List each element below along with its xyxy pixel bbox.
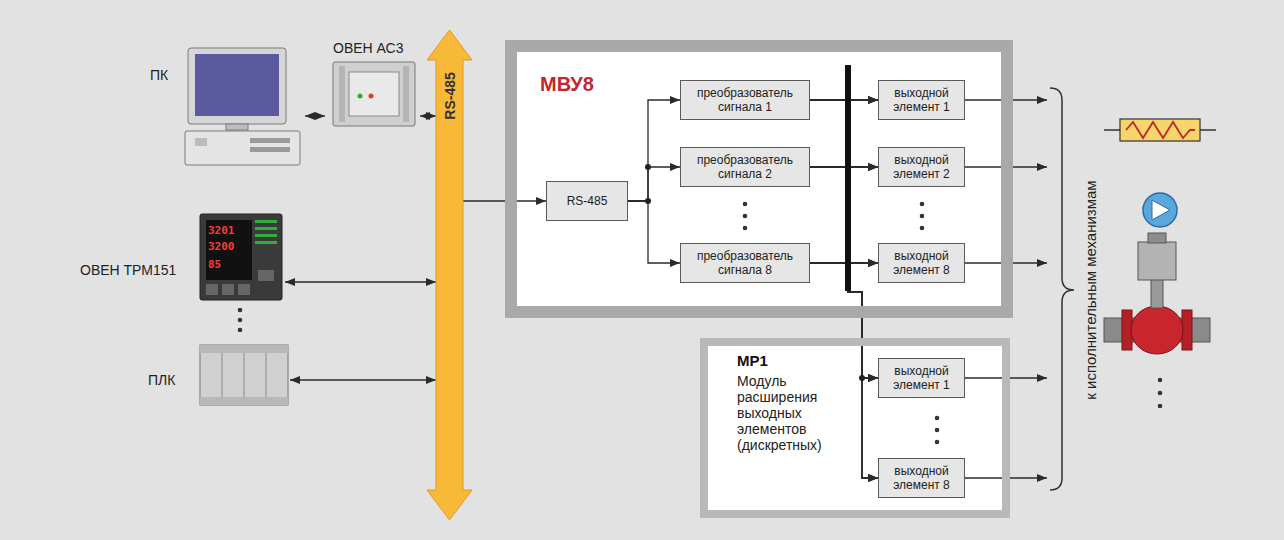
connector bbox=[810, 100, 878, 167]
node-text: ПК bbox=[150, 67, 168, 84]
module-frame: МВУ8RS-485 преобразователь сигнала 1 преоб… bbox=[505, 40, 1013, 318]
controller-device-icon bbox=[75, 210, 285, 305]
plc: ПЛК bbox=[140, 340, 290, 410]
connector bbox=[810, 100, 878, 378]
connector bbox=[810, 167, 878, 263]
pc: ПК bbox=[140, 45, 305, 170]
connector bbox=[810, 100, 878, 167]
output-box: выходной элемент 1 bbox=[878, 358, 965, 398]
module-fill bbox=[517, 52, 1001, 306]
converter-box: преобразователь сигнала 1 bbox=[680, 80, 810, 120]
node-text: МВУ8 bbox=[540, 72, 594, 96]
connector bbox=[810, 167, 878, 478]
signal-bar bbox=[845, 65, 851, 291]
node-text: выходной элемент 8 bbox=[884, 464, 959, 493]
connector bbox=[305, 115, 325, 116]
interface-converter: ОВЕН АС3 bbox=[325, 38, 420, 130]
valve-symbol bbox=[1104, 233, 1210, 354]
expansion-frame: МР1Модуль расширения выходных элементов … bbox=[700, 338, 1010, 518]
junction-dots bbox=[645, 164, 865, 381]
output-box: выходной элемент 8 bbox=[878, 243, 965, 283]
display-digits: 3201 bbox=[208, 224, 235, 237]
node-text: RS-485 bbox=[567, 194, 608, 208]
connector bbox=[810, 100, 878, 263]
node-text: выходной элемент 8 bbox=[884, 249, 959, 278]
pump-symbol bbox=[1143, 193, 1177, 227]
output-box: выходной элемент 8 bbox=[878, 458, 965, 498]
display-digits: 85 bbox=[208, 258, 221, 271]
node-text: МР1 bbox=[737, 352, 768, 370]
connector bbox=[285, 281, 436, 282]
interface-box: RS-485 bbox=[546, 181, 628, 221]
converter-box: преобразователь сигнала 8 bbox=[680, 243, 810, 283]
node-text: преобразователь сигнала 8 bbox=[686, 249, 804, 278]
node-text: ОВЕН ТРМ151 bbox=[80, 262, 176, 279]
node-text: преобразователь сигнала 1 bbox=[686, 86, 804, 115]
connector bbox=[810, 263, 878, 378]
connector bbox=[290, 379, 436, 380]
node-text: ПЛК bbox=[148, 372, 175, 389]
connector bbox=[810, 167, 878, 378]
display-digits: 3200 bbox=[208, 240, 235, 253]
output-box: выходной элемент 1 bbox=[878, 80, 965, 120]
node-text: выходной элемент 1 bbox=[884, 86, 959, 115]
node-text: Модуль расширения выходных элементов (ди… bbox=[737, 373, 849, 453]
module-fill bbox=[708, 346, 1002, 510]
node-text: преобразователь сигнала 2 bbox=[686, 153, 804, 182]
node-text: RS-485 bbox=[441, 72, 458, 119]
rs485-bus: RS-485 bbox=[436, 30, 463, 520]
connector bbox=[628, 100, 680, 201]
connector bbox=[628, 167, 680, 201]
side-label: к исполнительным механизмам bbox=[1082, 180, 1099, 399]
node-text: выходной элемент 2 bbox=[884, 153, 959, 182]
node-text: ОВЕН АС3 bbox=[333, 40, 404, 57]
converter-box: преобразователь сигнала 2 bbox=[680, 147, 810, 187]
connector bbox=[628, 201, 680, 263]
resistor-symbol bbox=[1104, 119, 1216, 141]
controller: ОВЕН ТРМ151 bbox=[75, 210, 285, 305]
connector bbox=[810, 167, 878, 263]
pc-icon bbox=[140, 45, 305, 170]
connector bbox=[420, 115, 436, 116]
output-box: выходной элемент 2 bbox=[878, 147, 965, 187]
connector bbox=[810, 100, 878, 263]
node-text: выходной элемент 1 bbox=[884, 364, 959, 393]
connector bbox=[810, 100, 878, 478]
curly-brace bbox=[1050, 88, 1074, 490]
